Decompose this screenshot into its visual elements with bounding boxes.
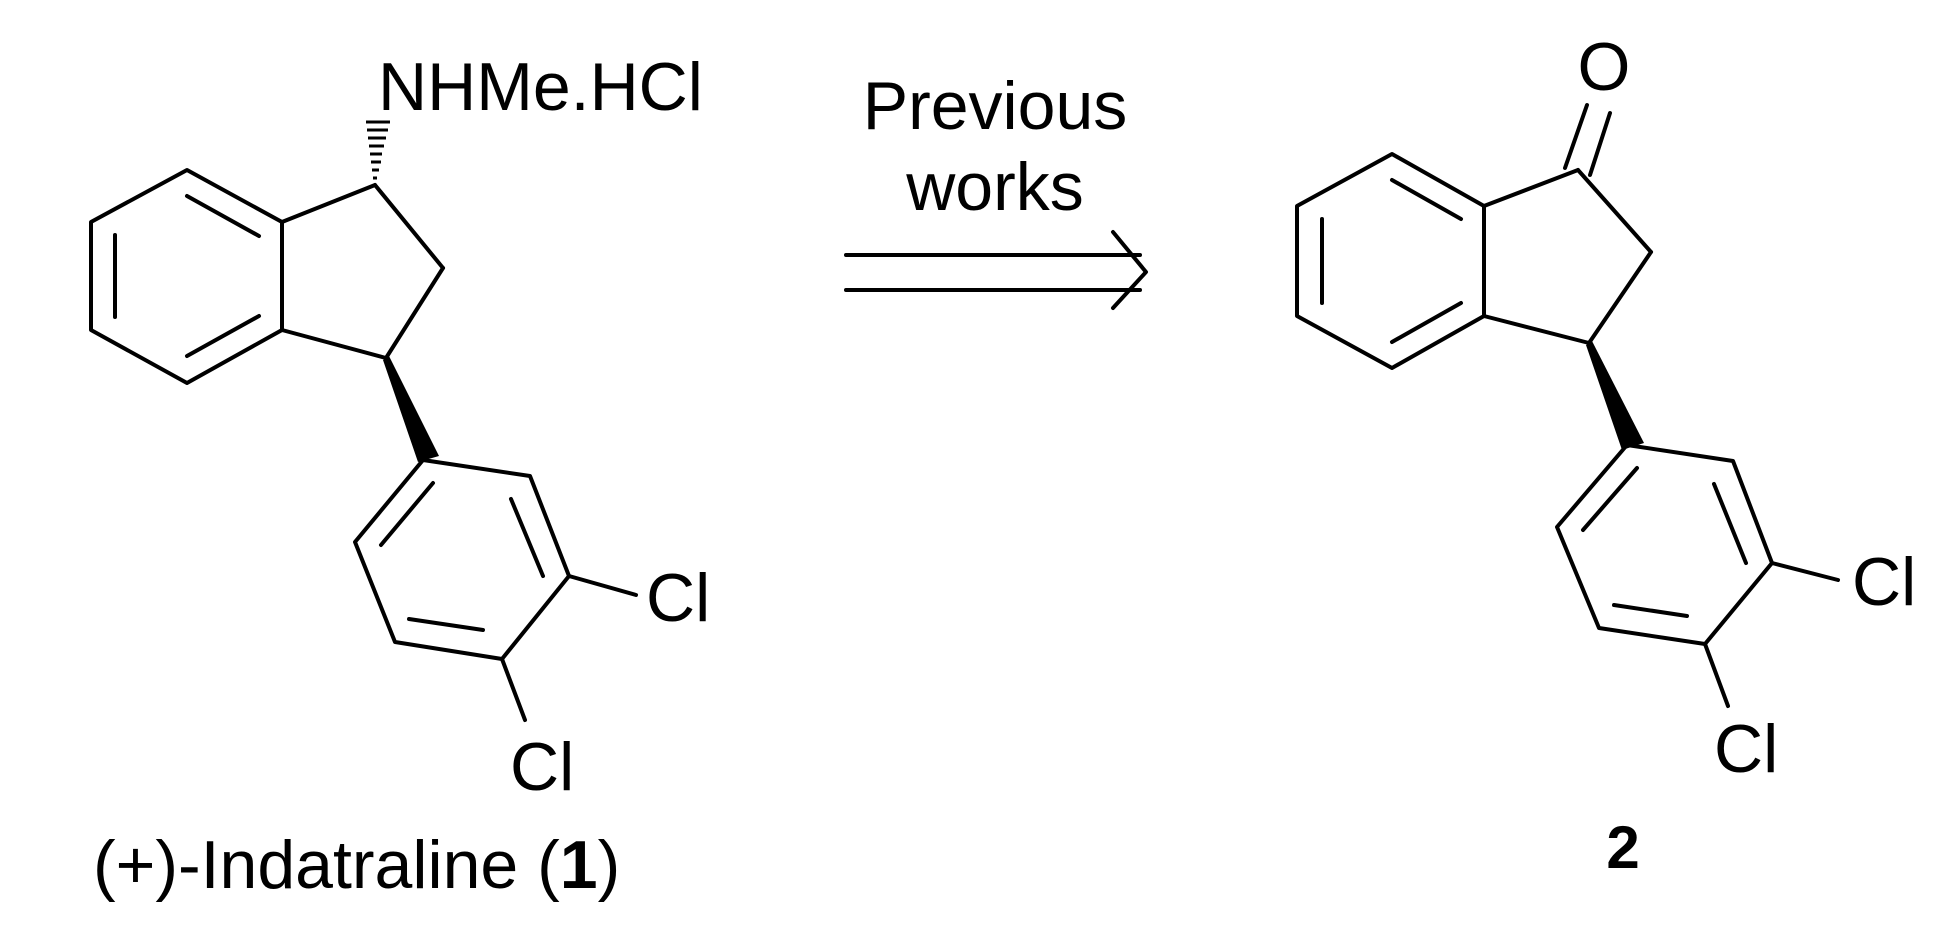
indane-benzene-ring: [89, 168, 284, 385]
chlorine-label-meta: Cl: [1852, 544, 1916, 620]
indatraline-structure: NHMe.HCl Cl Cl (+)-Indatraline (1): [89, 49, 710, 903]
oxygen-label: O: [1578, 29, 1631, 105]
dichlorophenyl-ring: [1555, 443, 1774, 646]
carbonyl-double-bond: [1563, 103, 1612, 177]
bold-wedge-bond: [1586, 341, 1644, 450]
arrow-label-line1: Previous: [863, 68, 1128, 144]
compound-number-1: 1: [560, 827, 598, 903]
compound-number-2: 2: [1606, 814, 1639, 881]
indanone-benzene-ring: [1295, 152, 1486, 370]
hashed-wedge-bond: [366, 120, 390, 180]
indanone-cyclopentane-ring: [1482, 168, 1653, 345]
amine-hcl-label: NHMe.HCl: [378, 49, 703, 125]
bold-wedge-bond: [383, 356, 439, 462]
arrow-label-line2: works: [905, 149, 1084, 225]
retrosynthesis-arrow: Previous works: [844, 68, 1148, 310]
caption-prefix: (+)-Indatraline (: [93, 827, 560, 903]
indanone-structure: O Cl Cl 2: [1295, 29, 1916, 881]
chlorine-label-para: Cl: [1714, 711, 1778, 787]
indane-cyclopentane-ring: [280, 183, 445, 360]
chlorine-label-meta: Cl: [646, 560, 710, 636]
caption-suffix: ): [598, 827, 621, 903]
chlorine-label-para: Cl: [510, 729, 574, 805]
dichlorophenyl-ring: [353, 458, 571, 661]
indatraline-caption: (+)-Indatraline (1): [93, 827, 620, 903]
